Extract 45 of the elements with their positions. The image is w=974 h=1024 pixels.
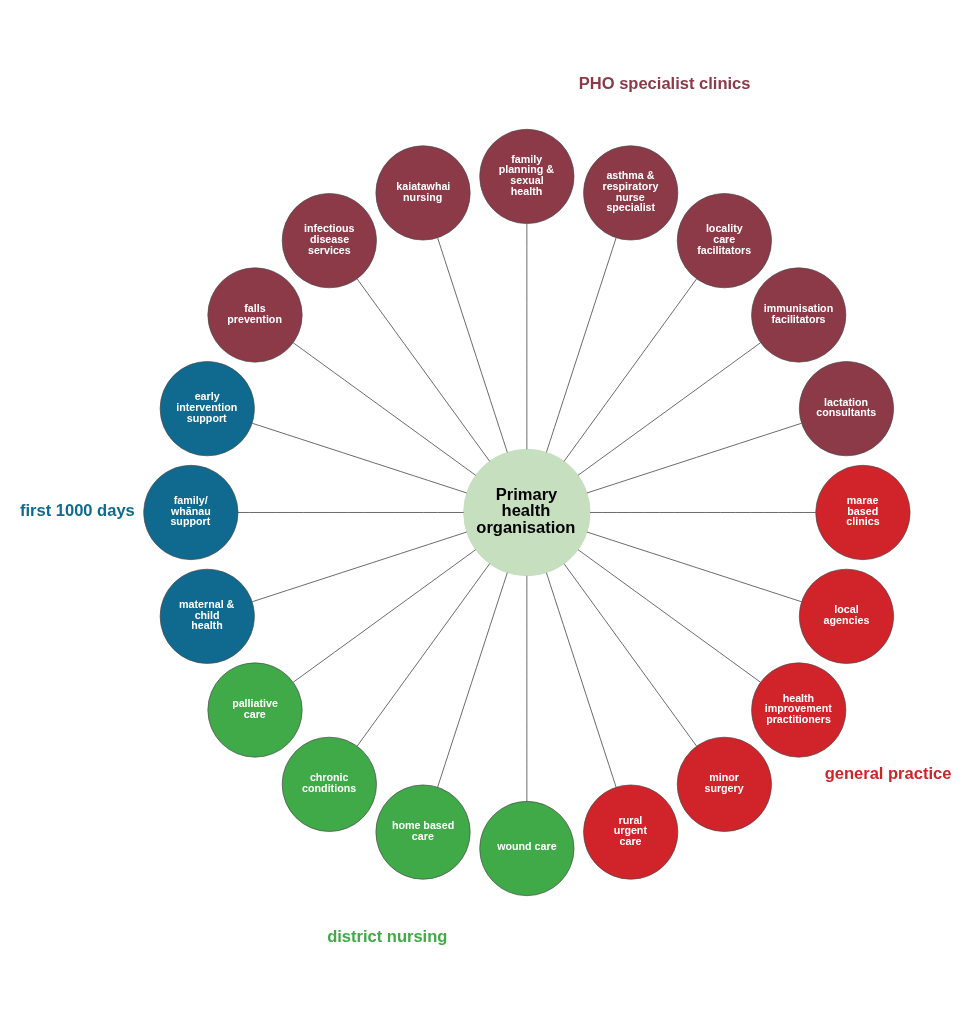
label: general practice [824, 763, 952, 783]
connector [292, 548, 477, 683]
node-circle: rural urgent care [583, 784, 679, 880]
connector [437, 571, 508, 788]
node-circle: health improvement practitioners [751, 662, 847, 757]
connector [586, 422, 802, 493]
connector [589, 511, 817, 513]
node-circle: lactation consultants [798, 360, 894, 456]
node-circle: locality care facilitators [676, 192, 772, 288]
node-circle: asthma & respiratory nurse specialist [583, 144, 679, 240]
connector [577, 548, 761, 683]
connector [546, 571, 617, 788]
connector [237, 511, 465, 513]
connector [526, 574, 528, 802]
connector [526, 222, 528, 450]
node-circle: Primary health organisation [463, 448, 591, 576]
connector [586, 531, 802, 602]
node-circle: falls prevention [207, 267, 303, 362]
node-circle: wound care [479, 800, 575, 896]
connector [437, 236, 508, 453]
node-circle: chronic conditions [281, 736, 377, 832]
label: first 1000 days [20, 500, 135, 520]
node-circle: family planning & sexual health [479, 128, 575, 224]
connector [356, 277, 491, 462]
node-circle: infectious disease services [281, 192, 377, 288]
node-circle: minor surgery [676, 736, 772, 832]
node-circle: maternal & child health [159, 568, 255, 664]
label: PHO specialist clinics [578, 73, 751, 93]
node-circle: home based care [375, 784, 471, 880]
connector [292, 341, 477, 476]
connector [577, 341, 761, 476]
node-circle: immunisation facilitators [751, 267, 847, 362]
label: district nursing [327, 926, 448, 946]
node-circle: palliative care [207, 662, 303, 757]
node-circle: kaiatawhai nursing [375, 144, 471, 240]
connector [563, 562, 697, 747]
connector [563, 277, 697, 462]
node-circle: family/ whānau support [143, 464, 239, 560]
connector [546, 236, 617, 453]
node-circle: early intervention support [159, 360, 255, 456]
node-circle: marae based clinics [815, 464, 911, 560]
connector [251, 422, 468, 493]
connector [251, 531, 468, 602]
node-circle: local agencies [798, 568, 894, 664]
connector [356, 562, 491, 747]
